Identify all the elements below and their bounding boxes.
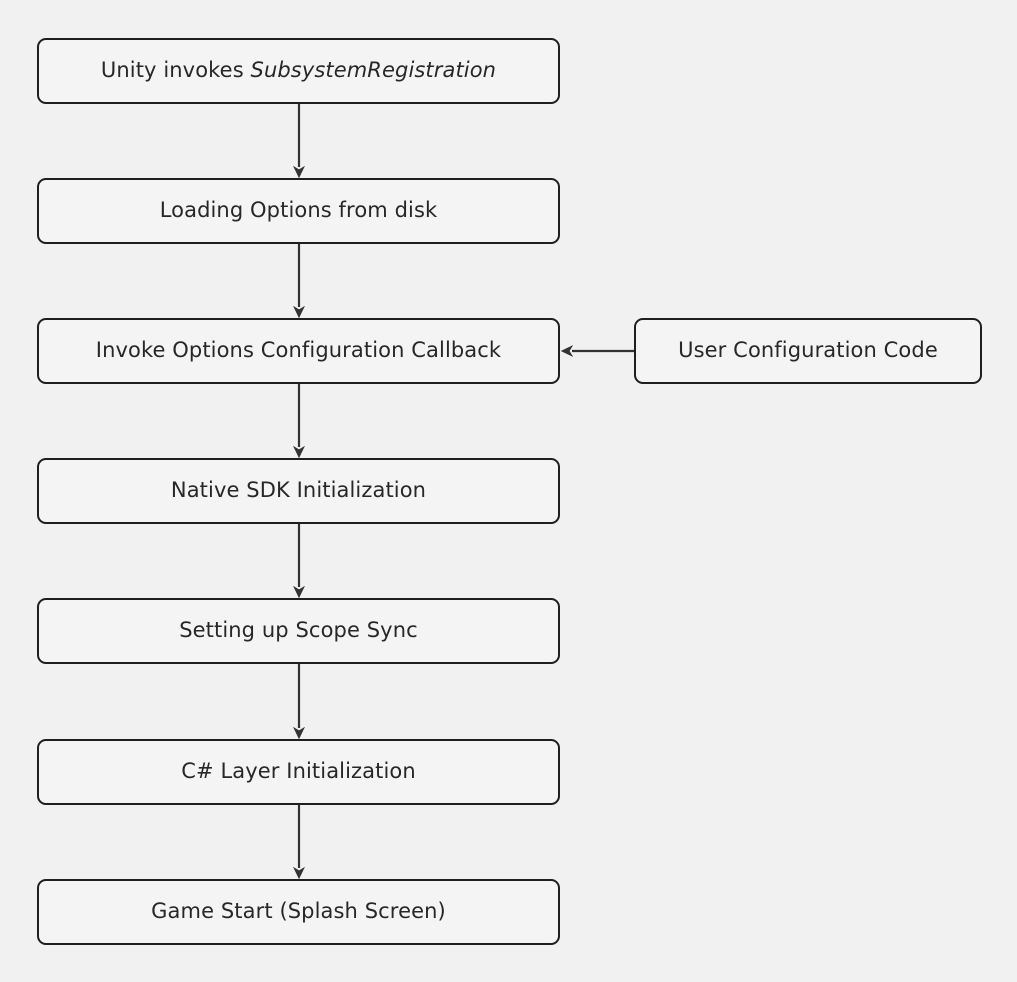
node-native-sdk-initialization[interactable]: Native SDK Initialization [37, 458, 560, 524]
node-csharp-layer-initialization[interactable]: C# Layer Initialization [37, 739, 560, 805]
node-label: User Configuration Code [678, 338, 938, 363]
node-setting-up-scope-sync[interactable]: Setting up Scope Sync [37, 598, 560, 664]
node-label: Loading Options from disk [159, 198, 438, 223]
node-user-configuration-code[interactable]: User Configuration Code [634, 318, 982, 384]
node-label-emphasis: SubsystemRegistration [250, 58, 497, 83]
node-label: Native SDK Initialization [170, 478, 427, 503]
node-label-plain: Unity invokes [100, 58, 251, 83]
node-label: Setting up Scope Sync [179, 618, 418, 643]
node-game-start-splash-screen[interactable]: Game Start (Splash Screen) [37, 879, 560, 945]
node-label: C# Layer Initialization [181, 759, 416, 784]
node-loading-options-from-disk[interactable]: Loading Options from disk [37, 178, 560, 244]
node-label: Unity invokes SubsystemRegistration [87, 58, 510, 83]
node-unity-invokes-subsystem-registration[interactable]: Unity invokes SubsystemRegistration [37, 38, 560, 104]
node-label: Game Start (Splash Screen) [151, 899, 446, 924]
node-label: Invoke Options Configuration Callback [95, 338, 502, 363]
node-invoke-options-configuration-callback[interactable]: Invoke Options Configuration Callback [37, 318, 560, 384]
